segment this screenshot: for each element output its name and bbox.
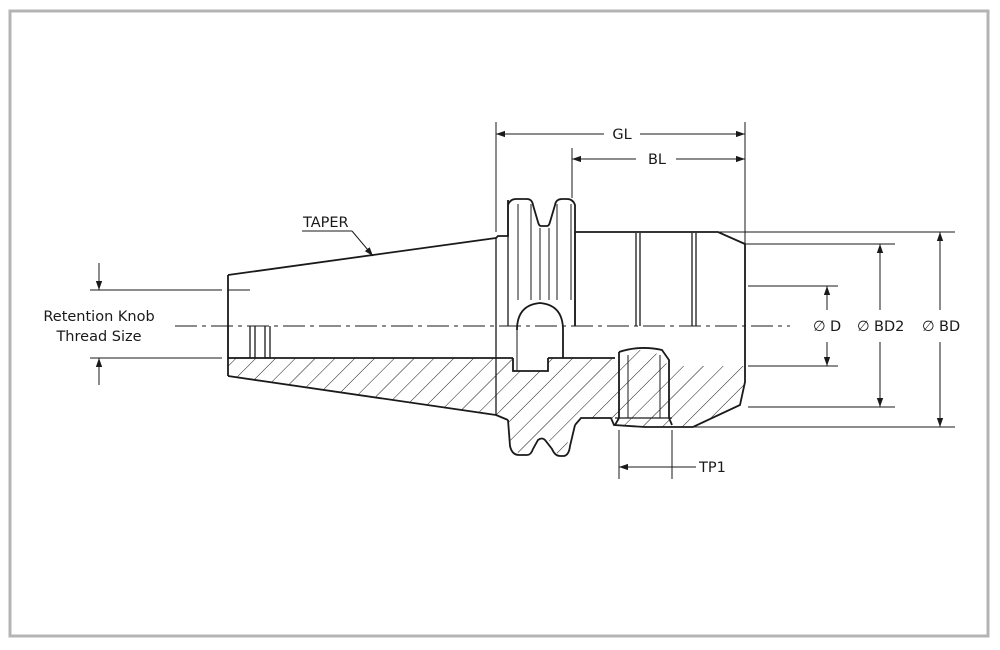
tp1-label: TP1 (698, 460, 726, 476)
dimension-tp1: TP1 (618, 430, 726, 479)
d-diameter-symbol: ∅ (813, 319, 826, 335)
gl-label: GL (612, 127, 631, 143)
dimension-retention-knob: Retention Knob Thread Size (43, 263, 222, 385)
dimension-bd2: ∅ BD2 (745, 243, 904, 408)
bd2-label: BD2 (874, 319, 904, 335)
dimension-bl: BL (571, 148, 745, 198)
bd-diameter-symbol: ∅ (922, 319, 935, 335)
d-label: D (830, 319, 841, 335)
bd-label: BD (939, 319, 960, 335)
dimension-d: ∅ D (748, 285, 841, 367)
bd2-diameter-symbol: ∅ (857, 319, 870, 335)
sectioned-body (228, 350, 745, 457)
tool-holder-outline (227, 198, 746, 457)
dimension-gl: GL (495, 122, 746, 244)
bl-label: BL (648, 152, 666, 168)
retention-label-line2: Thread Size (55, 329, 141, 345)
dimension-bd: ∅ BD (693, 231, 960, 428)
retention-label-line1: Retention Knob (43, 309, 154, 325)
drawing-frame (8, 9, 990, 638)
taper-label: TAPER (302, 215, 349, 231)
taper-callout: TAPER (302, 215, 374, 257)
